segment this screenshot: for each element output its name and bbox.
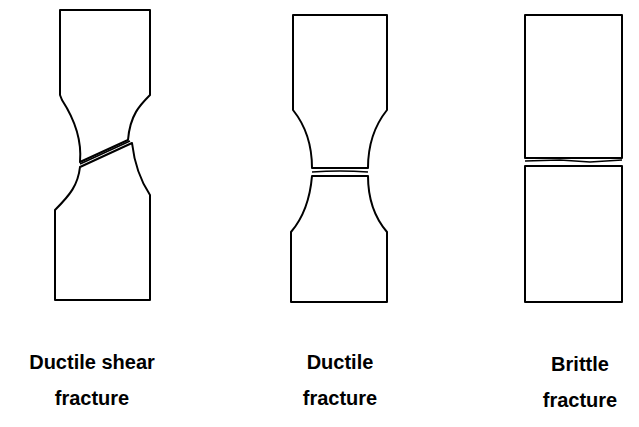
specimen-caption: Ductile shear fracture [12,344,172,416]
specimen-upper [293,15,387,168]
specimen-upper [525,15,622,158]
cup-cone-crack [312,171,368,172]
brittle-crack [525,160,622,162]
specimen-caption: Ductile fracture [285,344,395,416]
specimen-upper [60,10,150,162]
specimen-lower [525,166,622,302]
shear-crack [80,141,130,164]
specimen-lower [291,176,387,302]
specimen-caption: Brittle fracture [525,346,635,418]
specimen-lower [55,143,150,300]
